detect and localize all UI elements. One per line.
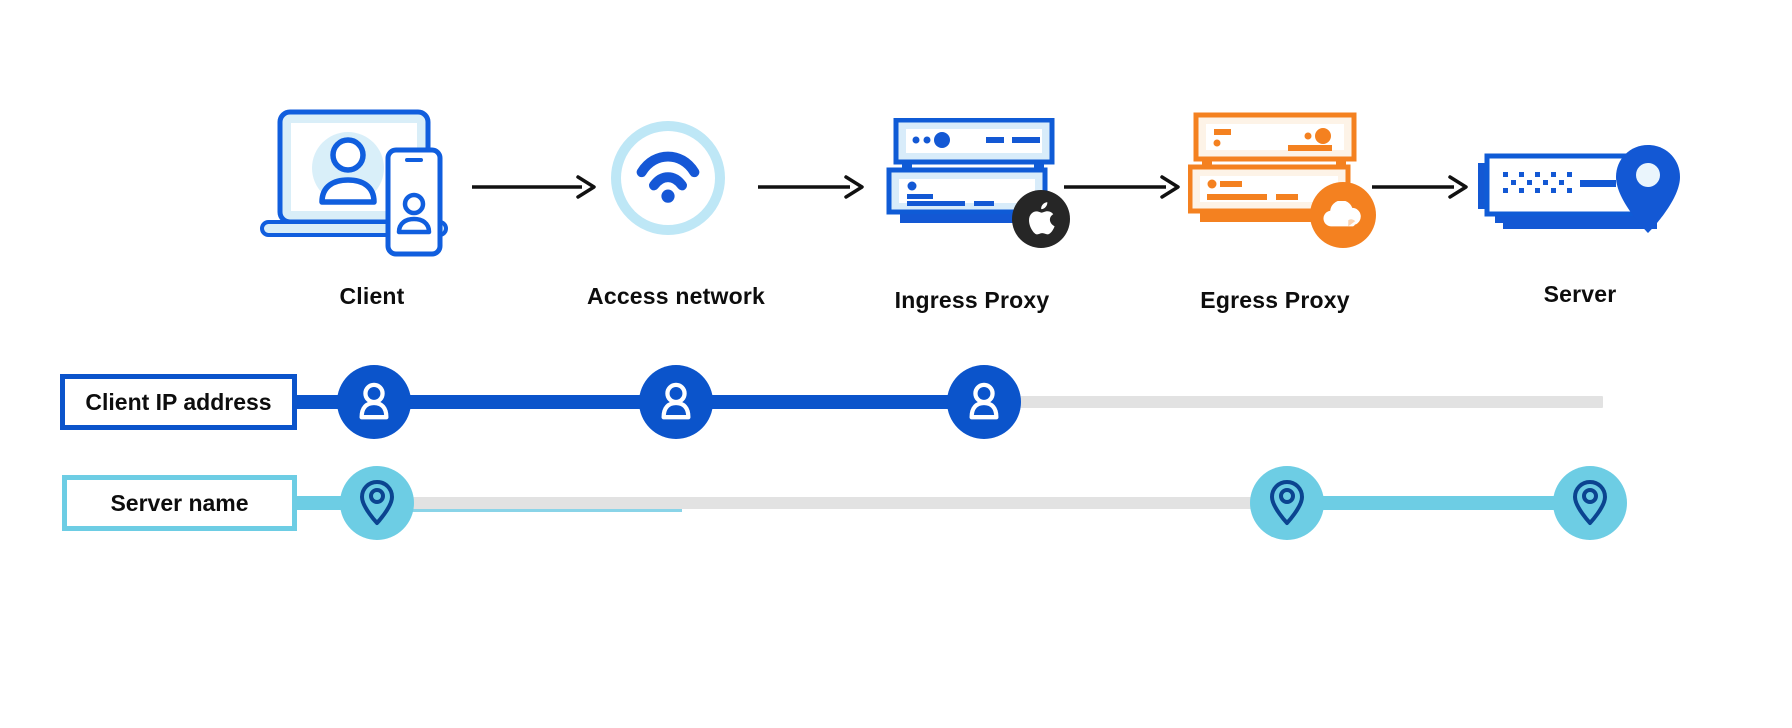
location-pin-icon	[1270, 480, 1304, 525]
apple-badge	[1012, 190, 1070, 248]
node-label-egress-proxy: Egress Proxy	[1200, 287, 1350, 313]
server-name-visible-bar	[1287, 496, 1590, 510]
user-marker-client	[337, 365, 411, 439]
node-label-server: Server	[1543, 281, 1617, 307]
location-pin-icon	[1573, 480, 1607, 525]
server-rack-icon	[1187, 112, 1357, 222]
pin-marker-client	[340, 466, 414, 540]
flow-arrow-4	[1372, 175, 1468, 199]
user-icon	[969, 382, 999, 420]
pin-marker-server	[1553, 466, 1627, 540]
node-client	[258, 108, 488, 268]
client-ip-visible-bar	[290, 395, 984, 409]
server-name-underline	[377, 509, 682, 512]
client-ip-label-box: Client IP address	[60, 374, 297, 430]
laptop-phone-user-icon	[260, 109, 448, 257]
node-label-ingress-proxy: Ingress Proxy	[894, 287, 1050, 313]
node-label-access-network: Access network	[587, 283, 765, 309]
user-icon	[661, 382, 691, 420]
flow-arrow-1	[472, 175, 596, 199]
cloudflare-badge	[1310, 182, 1376, 248]
client-ip-label: Client IP address	[85, 388, 272, 415]
server-name-label: Server name	[110, 489, 249, 516]
node-label-client: Client	[339, 283, 405, 309]
server-location-icon	[1478, 145, 1680, 233]
node-server	[1478, 143, 1683, 248]
user-marker-ingress-proxy	[947, 365, 1021, 439]
user-icon	[359, 382, 389, 420]
node-access-network	[611, 121, 725, 235]
node-egress-proxy	[1187, 112, 1376, 248]
flow-arrow-3	[1064, 175, 1180, 199]
server-name-label-box: Server name	[62, 475, 297, 531]
cloudflare-logo-icon	[1323, 201, 1361, 227]
node-ingress-proxy	[884, 117, 1070, 248]
location-pin-icon	[360, 480, 394, 525]
flow-arrow-2	[758, 175, 864, 199]
apple-logo-icon	[1028, 202, 1055, 235]
wifi-icon	[636, 151, 700, 203]
pin-marker-egress-proxy	[1250, 466, 1324, 540]
client-ip-hidden-bar	[984, 396, 1603, 408]
user-marker-access-network	[639, 365, 713, 439]
server-name-hidden-bar	[377, 497, 1253, 509]
